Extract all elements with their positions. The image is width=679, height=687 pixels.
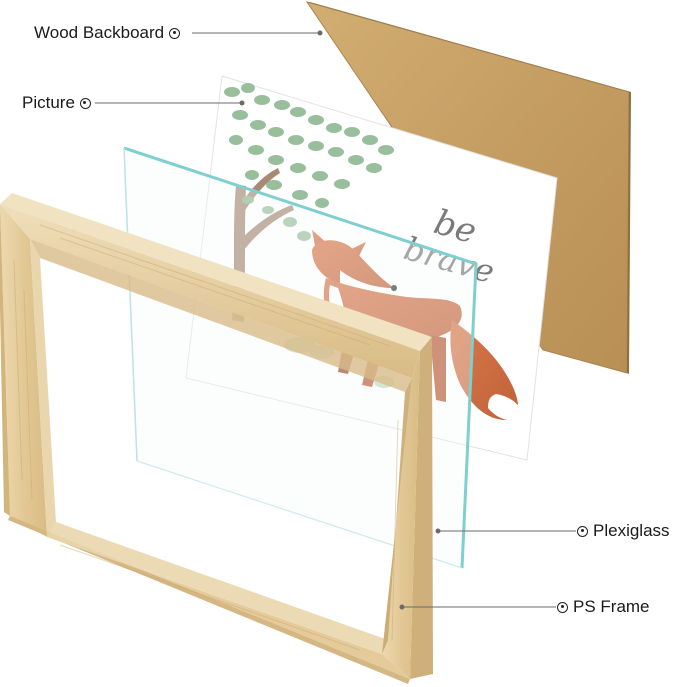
callout-label: Picture [22, 93, 75, 112]
leader-lines [95, 30, 576, 610]
callout-dot-icon [79, 97, 91, 109]
callout-label: PS Frame [573, 597, 650, 616]
callout-dot-icon [557, 601, 568, 613]
callout-ps-frame: PS Frame [557, 597, 650, 617]
callout-plexiglass: Plexiglass [577, 521, 670, 541]
callout-wood-backboard: Wood Backboard [34, 23, 181, 43]
callout-label: Wood Backboard [34, 23, 165, 42]
callout-dot-icon [577, 525, 588, 537]
callout-label: Plexiglass [593, 521, 670, 540]
tree-illustration [224, 83, 394, 388]
ps-frame [0, 193, 433, 684]
callout-dot-icon [169, 27, 181, 39]
callout-picture: Picture [22, 93, 91, 113]
